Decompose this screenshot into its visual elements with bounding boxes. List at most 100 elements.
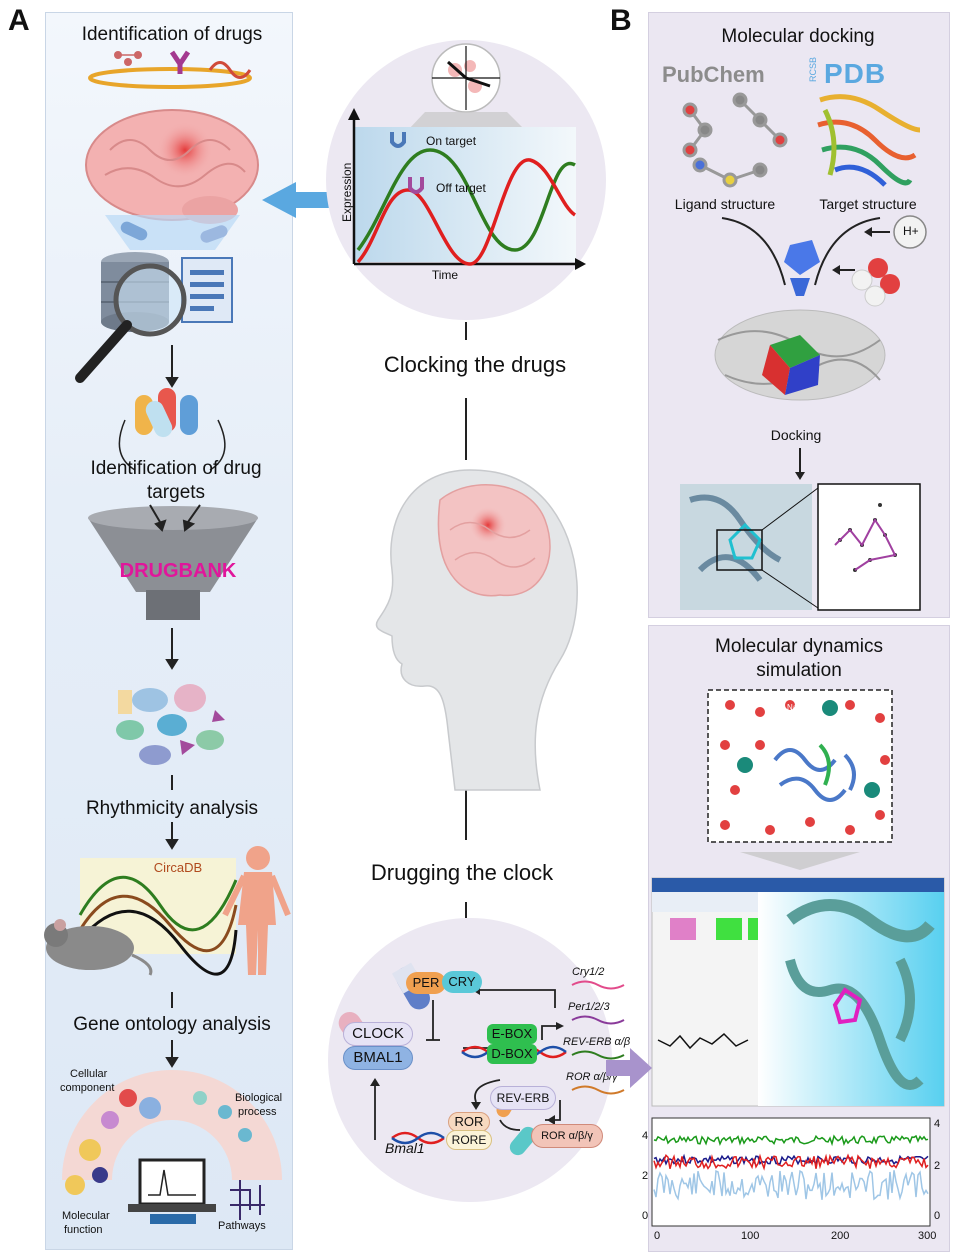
node-per: PER <box>406 972 446 994</box>
go-cellular-line1: Cellular <box>70 1068 108 1080</box>
plot-ytick-right-0: 0 <box>934 1210 941 1222</box>
laptop-icon <box>128 1158 216 1224</box>
step-identification-of-drugs: Identification of drugs <box>81 24 263 45</box>
label-ligand-structure: Ligand structure <box>674 196 776 212</box>
graph-xlabel: Time <box>431 268 459 282</box>
magnifier-icon <box>75 263 187 383</box>
trace-green <box>653 1134 929 1147</box>
panel-letter-b: B <box>610 4 632 37</box>
step-identification-of-drug-targets-line2: targets <box>146 482 206 503</box>
target-structure-icon <box>817 94 921 187</box>
md-rmsd-plot <box>651 1117 931 1227</box>
gene-ror-abg: ROR α/β/γ <box>566 1071 618 1083</box>
drugbank-logo: DRUGBANK <box>119 560 237 582</box>
node-ebox: E-BOX <box>487 1024 537 1044</box>
solvated-protein-icon <box>773 743 856 802</box>
graph-label-off-target: Off target <box>436 181 486 195</box>
step-identification-of-drug-targets-line1: Identification of drug <box>90 458 262 479</box>
halo-ring-icon <box>88 67 252 89</box>
pathway-network-icon <box>230 1180 265 1220</box>
step-rhythmicity-analysis: Rhythmicity analysis <box>85 798 259 819</box>
go-cellular-line2: component <box>60 1082 115 1094</box>
node-dbox: D-BOX <box>487 1044 537 1064</box>
plot-xtick-300: 300 <box>918 1230 937 1242</box>
capsule-icon <box>120 221 228 243</box>
blue-arrow-icon <box>262 182 330 218</box>
plot-xtick-200: 200 <box>831 1230 850 1242</box>
go-arc <box>62 1070 282 1180</box>
title-molecular-docking: Molecular docking <box>721 26 875 47</box>
trace-light-blue <box>653 1169 929 1201</box>
solvation-box <box>707 689 893 843</box>
go-biological-line2: process <box>238 1106 277 1118</box>
label-target-structure: Target structure <box>819 196 917 212</box>
plot-ytick-left-4: 4 <box>642 1130 649 1142</box>
docking-puzzle-icon <box>784 240 820 296</box>
off-target-curve <box>356 158 577 266</box>
antibody-icon <box>169 50 191 74</box>
gene-bmal1: Bmal1 <box>385 1140 425 1156</box>
circadb-logo: CircaDB <box>153 860 203 875</box>
pdb-logo: PDB <box>824 58 887 89</box>
node-cry: CRY <box>442 971 482 993</box>
trace-navy <box>653 1153 929 1166</box>
purple-arrow-icon <box>606 1048 652 1088</box>
go-molecular-line2: function <box>64 1224 103 1236</box>
ligand-in-pocket-icon <box>832 987 863 1025</box>
plot-ytick-right-2: 2 <box>934 1160 941 1172</box>
plot-xtick-0: 0 <box>654 1230 661 1242</box>
rhythm-curve-green <box>78 876 238 932</box>
pills-cluster-icon <box>135 388 198 438</box>
interaction-map-panel <box>817 483 921 611</box>
gene-reverb-ab: REV-ERB α/β <box>563 1036 631 1048</box>
plot-ytick-left-2: 2 <box>642 1170 649 1182</box>
mouse-icon <box>44 919 153 976</box>
title-clocking-the-drugs: Clocking the drugs <box>383 352 567 377</box>
title-drugging-the-clock: Drugging the clock <box>370 860 554 885</box>
brain-icon <box>85 109 259 224</box>
human-head-icon <box>375 469 578 791</box>
molecule-icon <box>114 51 142 66</box>
rhythm-curve-black <box>78 909 238 976</box>
panel-letter-a: A <box>8 4 30 37</box>
go-biological-line1: Biological <box>235 1092 283 1104</box>
on-target-curve <box>356 148 576 252</box>
water-molecules-icon <box>720 700 890 835</box>
rhythm-curve-brown <box>78 894 238 953</box>
step-gene-ontology-analysis: Gene ontology analysis <box>73 1014 271 1035</box>
label-docking: Docking <box>770 427 822 443</box>
document-icon <box>181 257 233 323</box>
md-viewer-panel <box>758 892 944 1106</box>
plot-ytick-right-4: 4 <box>934 1118 941 1130</box>
funnel-icon <box>88 506 258 620</box>
graph-plot-area <box>354 127 576 262</box>
ligand-structure-icon <box>682 92 788 188</box>
trace-red <box>653 1153 929 1171</box>
node-rore: RORE <box>446 1130 492 1150</box>
node-clock: CLOCK <box>343 1022 413 1046</box>
pubchem-logo: PubChem <box>662 62 765 87</box>
go-pathways: Pathways <box>218 1220 266 1232</box>
plot-xtick-100: 100 <box>741 1230 760 1242</box>
on-target-receptor-icon <box>390 132 406 148</box>
sodium-ion-icon <box>822 700 838 716</box>
gene-cry12: Cry1/2 <box>572 966 605 978</box>
label-na: Na <box>787 703 798 712</box>
off-target-receptor-icon <box>408 177 424 194</box>
protein-cluster-icon <box>116 684 225 765</box>
dna-icon <box>208 61 252 79</box>
gene-per123: Per1/2/3 <box>568 1001 610 1013</box>
graph-label-on-target: On target <box>426 134 477 148</box>
node-rev-erb: REV-ERB <box>490 1086 556 1110</box>
title-md-line1: Molecular dynamics <box>715 636 883 657</box>
title-md-line2: simulation <box>756 660 842 681</box>
go-cell-icon <box>119 1089 137 1107</box>
flow-arrow-icon <box>165 345 179 388</box>
node-ror-protein: ROR α/β/γ <box>531 1124 603 1148</box>
label-h-plus: H+ <box>903 224 919 238</box>
go-molecular-line1: Molecular <box>62 1210 110 1222</box>
docking-protein-icon <box>714 309 886 401</box>
